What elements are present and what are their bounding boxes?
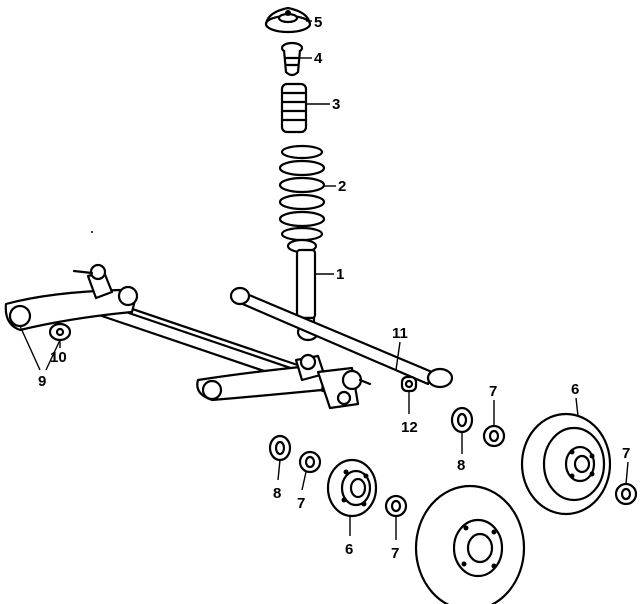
callout-7-center: 7 xyxy=(391,545,399,562)
callout-8-upper: 8 xyxy=(457,457,465,474)
drum-nut xyxy=(614,482,638,506)
stray-mark xyxy=(91,231,93,233)
callout-7-upper: 7 xyxy=(489,383,497,400)
callout-10: 10 xyxy=(50,349,67,366)
callout-12: 12 xyxy=(401,419,418,436)
spindle-knuckle xyxy=(316,366,372,410)
callout-labels: 5 4 3 2 1 11 12 10 9 8 7 6 7 8 7 6 7 xyxy=(38,14,630,562)
brake-disc xyxy=(414,484,526,604)
wheel-bearing-upper xyxy=(450,406,474,434)
callout-9: 9 xyxy=(38,373,46,390)
leader-lines xyxy=(19,20,629,540)
callout-5: 5 xyxy=(314,14,322,31)
hub-cap-nut xyxy=(384,494,408,518)
callout-6-drum: 6 xyxy=(571,381,579,398)
bump-stop xyxy=(280,41,304,77)
link-bushing xyxy=(400,375,418,393)
lateral-link xyxy=(229,286,454,389)
callout-3: 3 xyxy=(332,96,340,113)
wheel-hub xyxy=(326,458,378,518)
strut-mount xyxy=(264,6,312,34)
dust-boot xyxy=(280,82,308,134)
callout-7-lower: 7 xyxy=(297,495,305,512)
callout-4: 4 xyxy=(314,50,323,67)
hub-nut-lower xyxy=(298,450,322,474)
coil-spring xyxy=(278,144,326,254)
callout-8-lower: 8 xyxy=(273,485,281,502)
callout-2: 2 xyxy=(338,178,346,195)
callout-7-right: 7 xyxy=(622,445,630,462)
brake-drum xyxy=(520,412,612,516)
trailing-arm-left xyxy=(4,263,139,332)
callout-1: 1 xyxy=(336,266,344,283)
wheel-bearing-lower xyxy=(268,434,292,462)
callout-11: 11 xyxy=(392,325,408,342)
callout-6-hub: 6 xyxy=(345,541,353,558)
hub-nut-upper xyxy=(482,424,506,448)
trailing-arm-right xyxy=(196,353,328,402)
trailing-arm-bushing xyxy=(48,322,72,342)
